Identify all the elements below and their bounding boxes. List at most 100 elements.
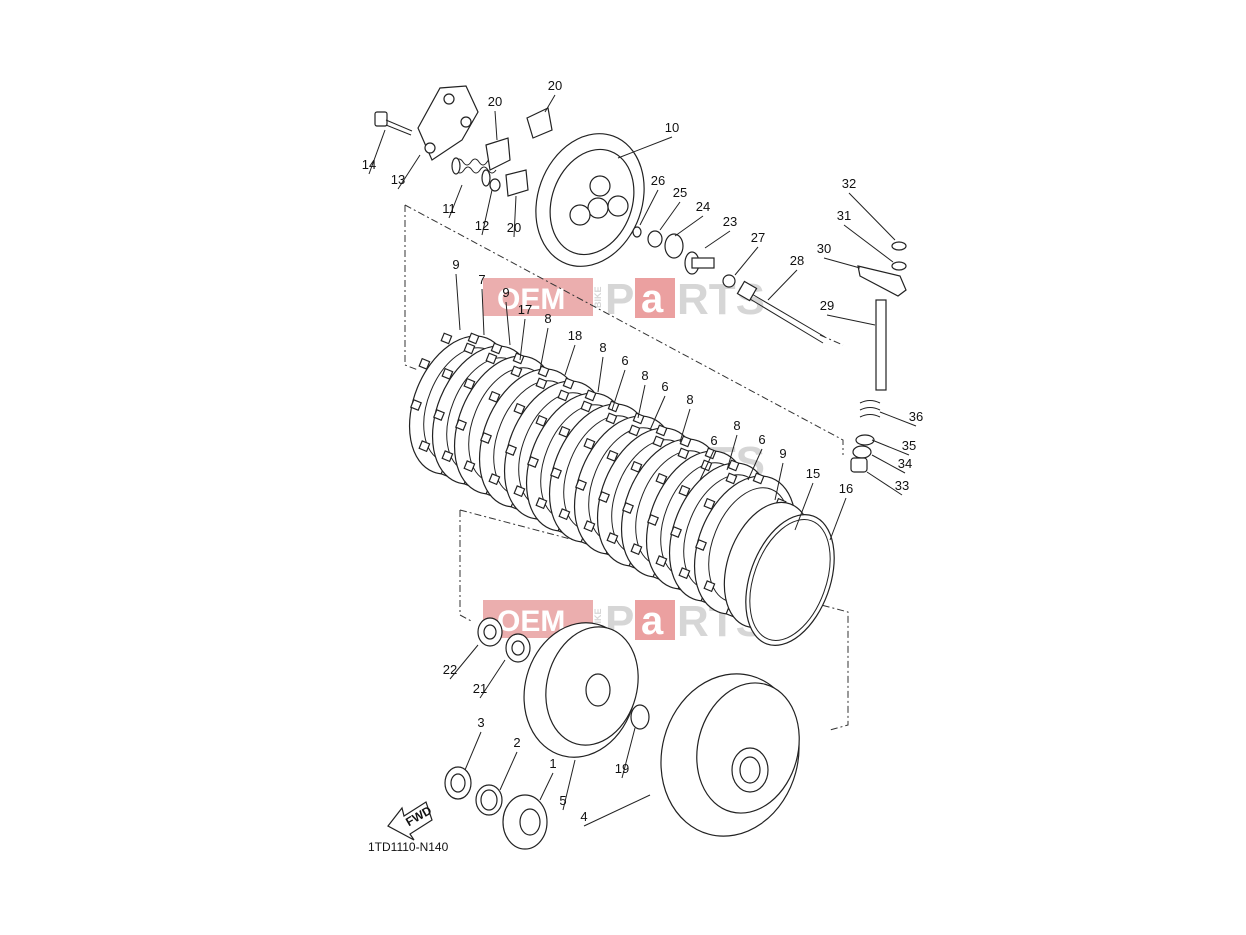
leader-line	[621, 727, 636, 779]
pressure-plate-cover	[417, 85, 479, 161]
leader-line	[449, 644, 479, 680]
nut	[477, 617, 503, 647]
callout-number: 19	[615, 761, 629, 776]
callout-number: 14	[362, 157, 376, 172]
callout-number: 2	[513, 735, 520, 750]
bolt	[374, 111, 413, 136]
small-washer	[632, 226, 642, 238]
clutch-boss	[523, 622, 639, 758]
callout-number: 8	[544, 311, 551, 326]
callout-number: 12	[475, 218, 489, 233]
leader-line	[879, 411, 917, 427]
callout-number: 21	[473, 681, 487, 696]
leader-line	[726, 434, 738, 471]
leader-line	[562, 759, 576, 811]
callout-number: 20	[488, 94, 502, 109]
watermark-side-text: BIKE	[593, 286, 603, 308]
leader-line	[704, 230, 731, 249]
callout-number: 15	[806, 466, 820, 481]
callout-number: 25	[673, 185, 687, 200]
leader-line	[494, 110, 498, 141]
callout-number: 6	[661, 379, 668, 394]
leader-line	[871, 454, 906, 474]
leader-line	[843, 224, 894, 263]
callout-number: 6	[710, 433, 717, 448]
leader-line	[481, 288, 485, 336]
leader-line	[513, 195, 517, 238]
watermark-box-text: OEM	[497, 283, 565, 316]
leader-line	[659, 201, 681, 231]
circlip	[855, 434, 875, 446]
callout-number: 16	[839, 481, 853, 496]
clutch-plate-stack	[408, 332, 797, 618]
callout-number: 17	[518, 302, 532, 317]
oil-seal	[852, 445, 872, 459]
leader-line	[539, 327, 549, 371]
leader-line	[747, 448, 763, 481]
clutch-spring	[451, 157, 497, 187]
leader-line	[679, 408, 691, 443]
leader-line	[481, 189, 493, 236]
lock-washer	[505, 633, 531, 663]
watermark-letters: RTS	[677, 275, 765, 324]
leader-line	[544, 94, 556, 113]
push-lever-assembly	[857, 241, 907, 391]
seat-plate	[745, 514, 835, 646]
leader-line	[539, 772, 554, 801]
callout-number: 10	[665, 120, 679, 135]
watermark-letter: a	[641, 277, 664, 321]
callout-number: 33	[895, 478, 909, 493]
callout-number: 31	[837, 208, 851, 223]
callout-number: 8	[599, 340, 606, 355]
leader-line	[448, 184, 463, 219]
diagram-code: 1TD1110-N140	[368, 840, 449, 854]
lever-spring	[859, 400, 881, 418]
leader-line	[794, 482, 814, 531]
leader-line	[637, 384, 646, 419]
callout-number: 18	[568, 328, 582, 343]
callout-number: 13	[391, 172, 405, 187]
callout-number: 26	[651, 173, 665, 188]
callout-number: 8	[686, 392, 693, 407]
leader-line	[464, 731, 482, 771]
pressure-plate	[535, 133, 645, 267]
leader-line	[767, 269, 798, 301]
leader-line	[597, 356, 604, 393]
callout-number: 8	[733, 418, 740, 433]
leader-line	[519, 318, 526, 361]
push-rod	[736, 280, 826, 344]
washer	[489, 178, 501, 192]
watermark-letter: P	[605, 275, 634, 324]
callout-number: 9	[502, 285, 509, 300]
leader-line	[826, 314, 876, 326]
leader-line	[699, 449, 715, 481]
callout-number: 34	[898, 456, 912, 471]
callout-number: 6	[621, 353, 628, 368]
callout-number: 20	[548, 78, 562, 93]
callout-number: 9	[779, 446, 786, 461]
callout-number: 9	[452, 257, 459, 272]
push-rod-piece	[684, 251, 715, 275]
leader-line	[368, 129, 386, 175]
callout-number: 23	[723, 214, 737, 229]
watermark-side-text: BIKE	[593, 608, 603, 630]
watermark-letter: a	[641, 599, 664, 643]
callout-number: 27	[751, 230, 765, 245]
leader-line	[848, 192, 896, 241]
callout-number: 32	[842, 176, 856, 191]
leader-line	[734, 246, 759, 276]
washer	[475, 784, 503, 816]
leader-line	[649, 395, 666, 431]
washer	[647, 230, 663, 248]
leader-line	[397, 154, 421, 190]
callout-number: 5	[559, 793, 566, 808]
callout-number: 35	[902, 438, 916, 453]
ball	[722, 274, 736, 288]
callout-number: 3	[477, 715, 484, 730]
leader-line	[455, 273, 461, 331]
watermark-box-text: OEM	[497, 605, 565, 638]
leader-line	[639, 189, 659, 226]
leader-line	[674, 215, 704, 237]
callout-number: 36	[909, 409, 923, 424]
